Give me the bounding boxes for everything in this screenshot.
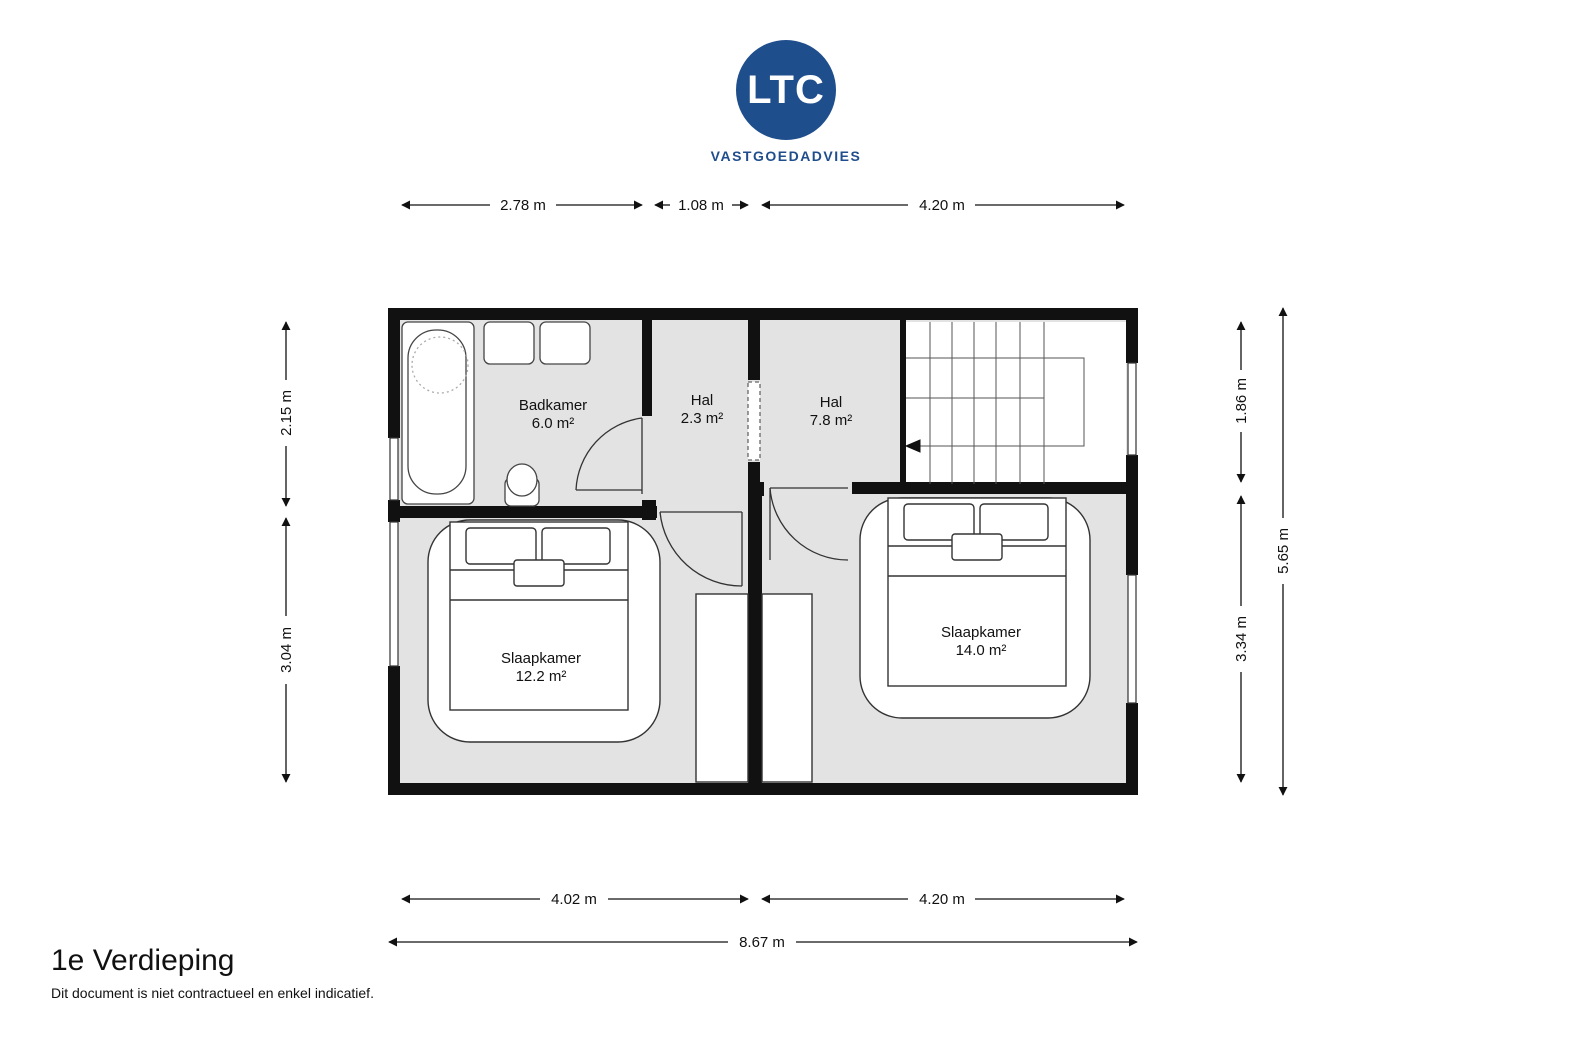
room-labels: Badkamer 6.0 m² Hal 2.3 m² Hal 7.8 m² Sl… — [501, 392, 1021, 685]
dim-top-2: 1.08 m — [678, 197, 724, 214]
room-area-slaapkamer-left: 12.2 m² — [516, 668, 567, 685]
room-area-hal-small: 2.3 m² — [681, 410, 724, 427]
dim-right-2: 3.34 m — [1233, 616, 1250, 662]
windows — [389, 362, 1137, 704]
dim-left-1: 2.15 m — [278, 390, 295, 436]
room-area-hal-large: 7.8 m² — [810, 412, 853, 429]
dim-bottom-2: 4.20 m — [919, 891, 965, 908]
dimension-lines — [281, 200, 1288, 947]
dimension-labels: 2.78 m 1.08 m 4.20 m 4.02 m 4.20 m 8.67 … — [278, 197, 1292, 951]
dim-right-1: 1.86 m — [1233, 378, 1250, 424]
room-name-hal-small: Hal — [691, 392, 714, 409]
doors — [575, 381, 849, 587]
dim-top-1: 2.78 m — [500, 197, 546, 214]
logo-text: LTC — [747, 67, 825, 112]
room-name-slaapkamer-right: Slaapkamer — [941, 624, 1021, 641]
dim-top-3: 4.20 m — [919, 197, 965, 214]
room-area-slaapkamer-right: 14.0 m² — [956, 642, 1007, 659]
dim-left-2: 3.04 m — [278, 627, 295, 673]
walls — [388, 308, 1138, 795]
disclaimer: Dit document is niet contractueel en enk… — [51, 985, 374, 1001]
floor-title: 1e Verdieping — [51, 944, 235, 977]
room-name-badkamer: Badkamer — [519, 397, 587, 414]
logo-mark: LTC — [736, 40, 836, 140]
dim-bottom-1: 4.02 m — [551, 891, 597, 908]
bathroom-fixtures — [401, 321, 591, 507]
logo-subtitle: VASTGOEDADVIES — [710, 148, 862, 164]
room-name-hal-large: Hal — [820, 394, 843, 411]
room-name-slaapkamer-left: Slaapkamer — [501, 650, 581, 667]
dim-total-height: 5.65 m — [1275, 528, 1292, 574]
room-area-badkamer: 6.0 m² — [532, 415, 575, 432]
bedroom-furniture — [427, 497, 1091, 783]
stairs — [904, 322, 1085, 484]
dim-total-width: 8.67 m — [739, 934, 785, 951]
